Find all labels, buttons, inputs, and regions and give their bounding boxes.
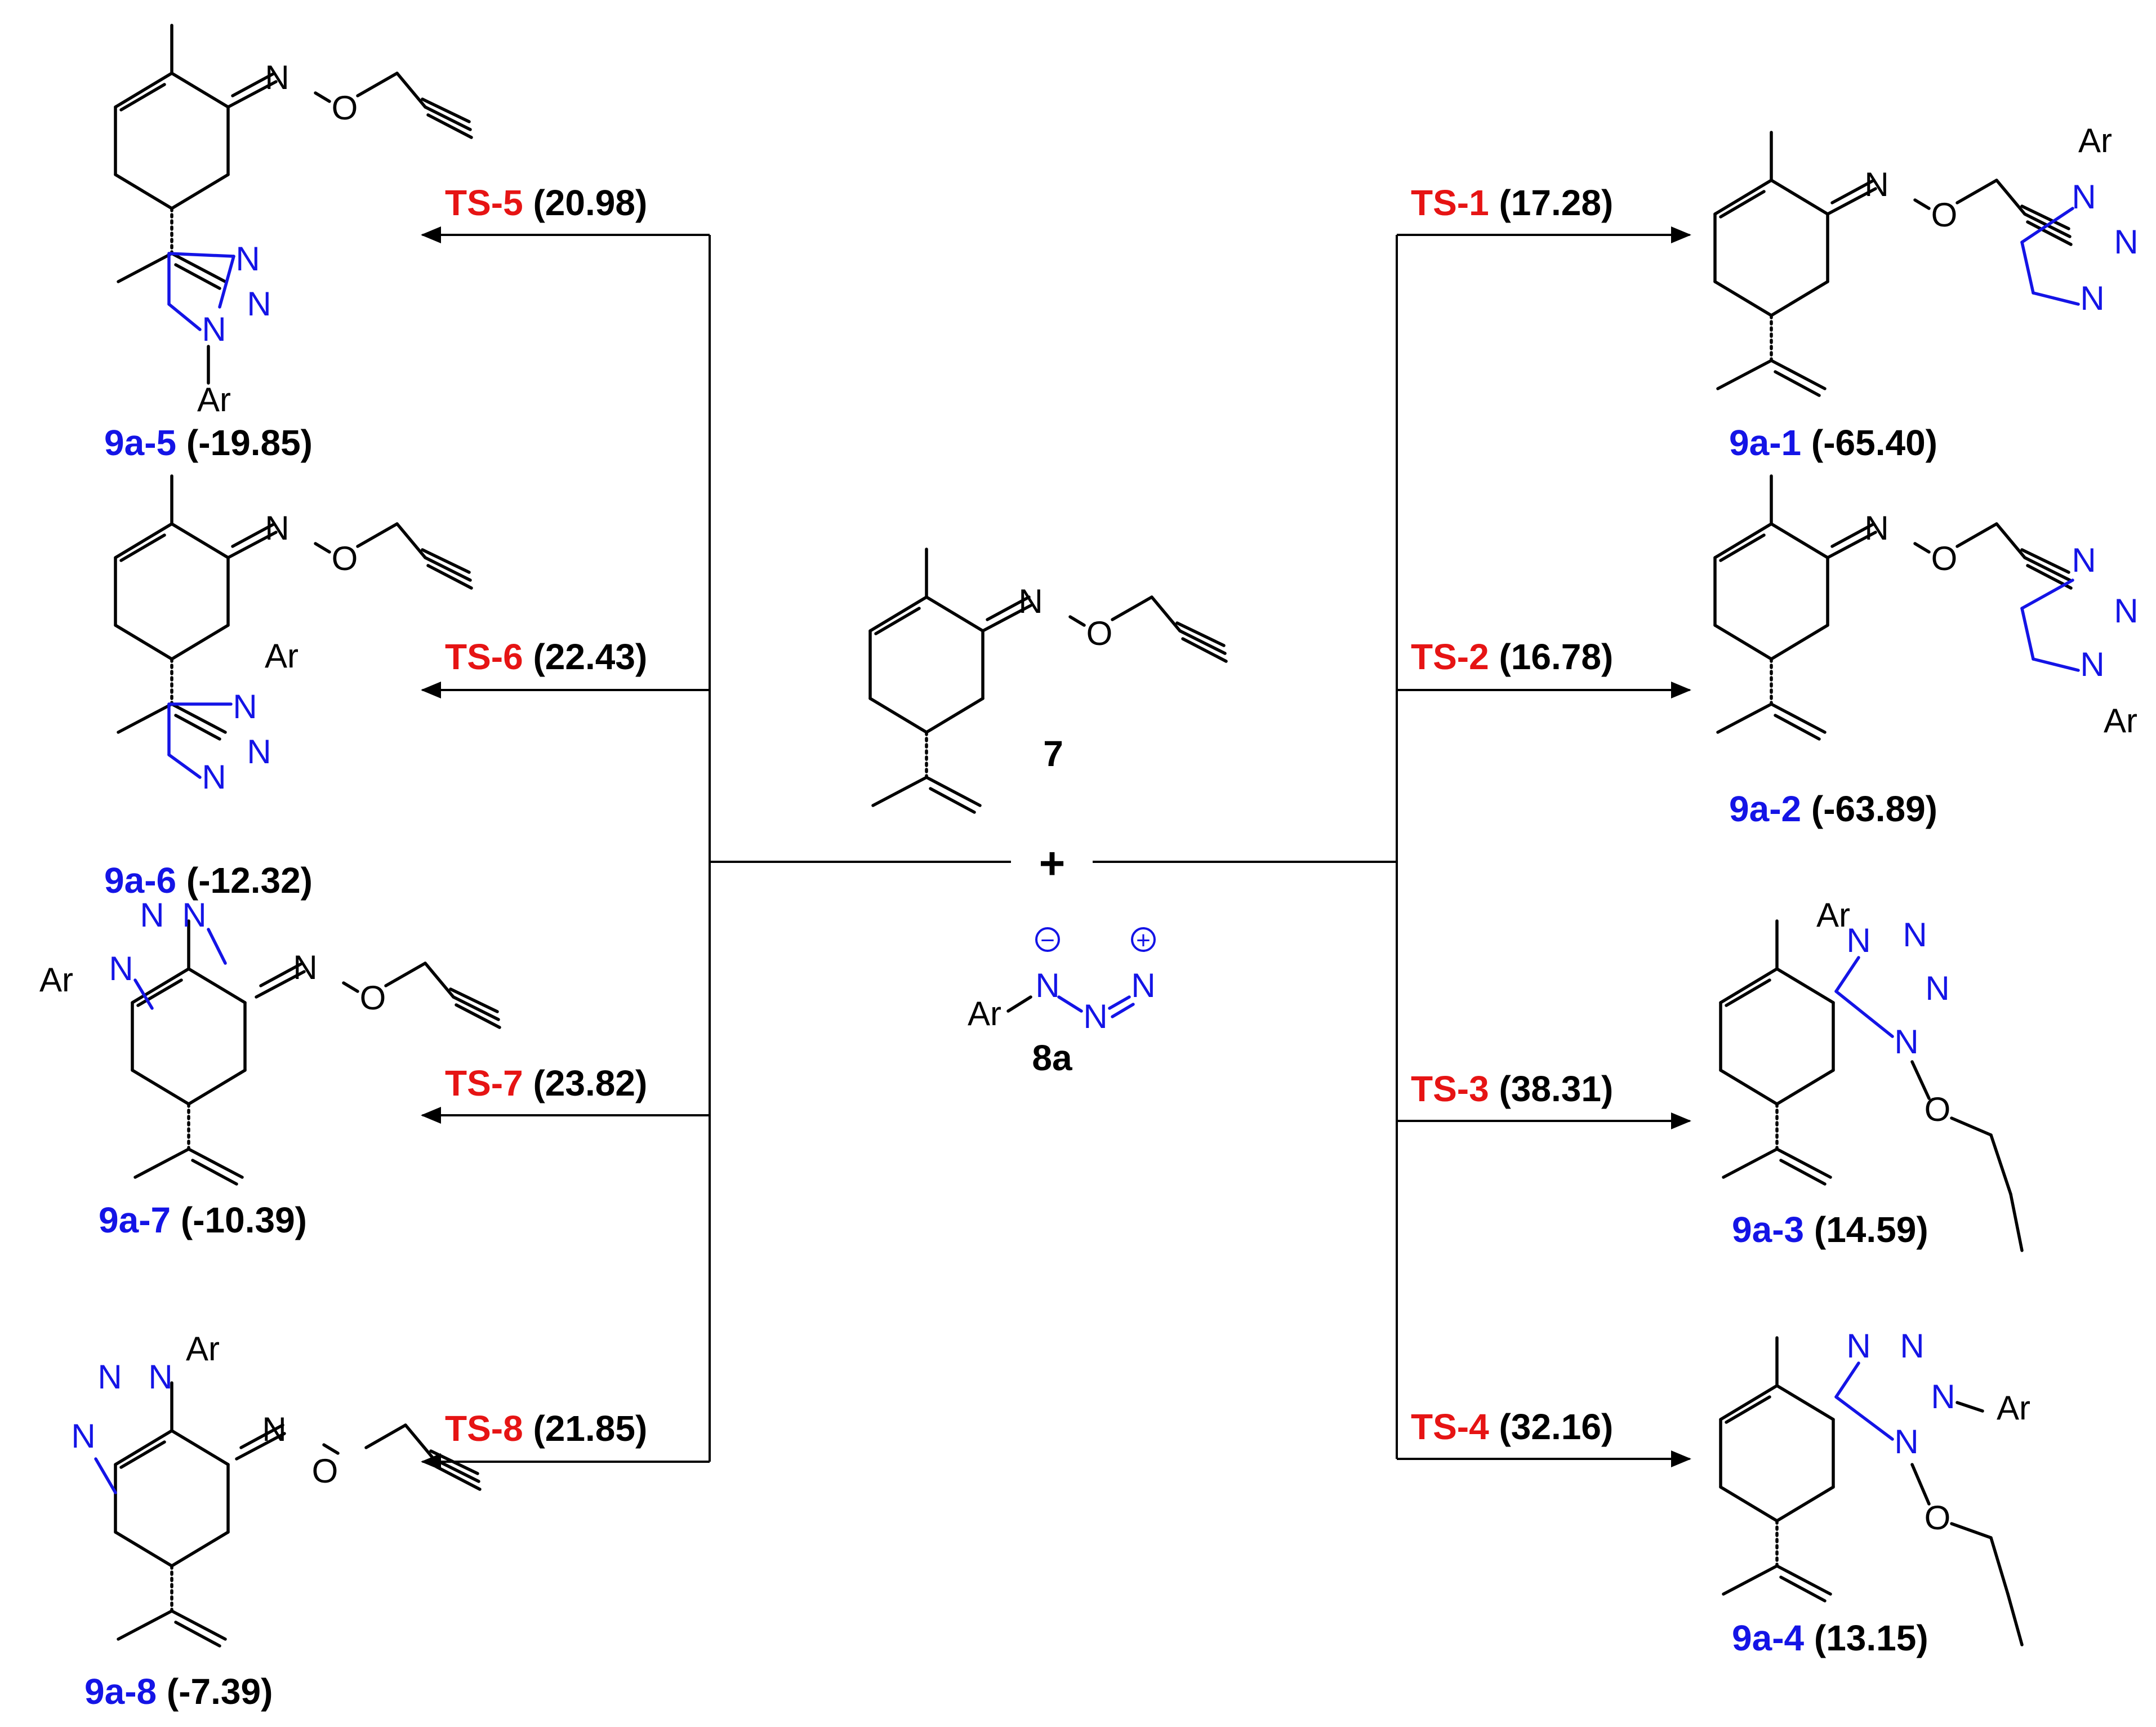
ts-label: TS-5 (20.98) bbox=[445, 183, 647, 223]
svg-text:O: O bbox=[360, 979, 386, 1017]
svg-text:N: N bbox=[2114, 592, 2138, 630]
product-9a-2-structure: N O N N N Ar bbox=[1715, 476, 2139, 740]
svg-text:N: N bbox=[1931, 1378, 1955, 1416]
svg-text:N: N bbox=[1018, 582, 1043, 620]
svg-text:N: N bbox=[247, 733, 271, 771]
svg-text:Ar: Ar bbox=[39, 961, 73, 999]
product-9a-3-structure: Ar N N N N O bbox=[1721, 896, 2024, 1252]
svg-text:N: N bbox=[202, 758, 226, 796]
ts-label: TS-8 (21.85) bbox=[445, 1408, 647, 1449]
svg-text:N: N bbox=[97, 1358, 122, 1396]
azide-8a-label: 8a bbox=[1032, 1038, 1072, 1078]
svg-text:N: N bbox=[1083, 998, 1107, 1035]
svg-text:O: O bbox=[332, 89, 358, 127]
product-9a-8-structure: N O N N N Ar bbox=[71, 1330, 480, 1646]
svg-text:N: N bbox=[109, 950, 133, 987]
svg-text:Ar: Ar bbox=[968, 995, 1001, 1032]
product-label: 9a-5 (-19.85) bbox=[104, 422, 313, 463]
product-label: 9a-3 (14.59) bbox=[1732, 1209, 1928, 1250]
svg-text:N: N bbox=[247, 285, 271, 323]
svg-text:N: N bbox=[1846, 922, 1870, 959]
product-9a-7-structure: N O Ar N N N bbox=[39, 896, 500, 1184]
svg-text:N: N bbox=[293, 949, 317, 986]
svg-text:N: N bbox=[265, 59, 289, 96]
svg-text:Ar: Ar bbox=[186, 1330, 220, 1368]
product-9a-1-structure: N O N N N Ar bbox=[1715, 122, 2139, 395]
ts-label: TS-1 (17.28) bbox=[1411, 183, 1613, 223]
svg-text:O: O bbox=[1086, 615, 1113, 652]
product-label: 9a-7 (-10.39) bbox=[99, 1200, 307, 1240]
ts-label: TS-6 (22.43) bbox=[445, 637, 647, 677]
svg-text:O: O bbox=[332, 540, 358, 577]
azide-8a-structure: Ar N − N N + bbox=[968, 927, 1156, 1035]
svg-text:N: N bbox=[140, 896, 164, 934]
svg-text:N: N bbox=[2080, 279, 2104, 317]
svg-text:−: − bbox=[1040, 927, 1055, 954]
svg-text:N: N bbox=[182, 896, 206, 934]
svg-text:Ar: Ar bbox=[265, 637, 299, 675]
product-label: 9a-4 (13.15) bbox=[1732, 1618, 1928, 1658]
svg-text:Ar: Ar bbox=[197, 381, 231, 419]
svg-text:O: O bbox=[1931, 196, 1958, 234]
product-9a-4-structure: N N N N Ar O bbox=[1721, 1327, 2030, 1646]
product-label: 9a-2 (-63.89) bbox=[1729, 789, 1937, 829]
svg-text:N: N bbox=[1131, 967, 1155, 1004]
ts-label: TS-3 (38.31) bbox=[1411, 1069, 1613, 1109]
product-label: 9a-8 (-7.39) bbox=[84, 1671, 273, 1712]
svg-text:Ar: Ar bbox=[1997, 1389, 2030, 1427]
svg-text:O: O bbox=[312, 1452, 338, 1490]
product-9a-6-structure: N O N N N Ar bbox=[115, 476, 471, 796]
svg-text:O: O bbox=[1931, 540, 1958, 577]
reactant-7-label: 7 bbox=[1043, 733, 1063, 774]
svg-text:N: N bbox=[148, 1358, 172, 1396]
svg-text:N: N bbox=[1864, 509, 1888, 547]
product-label: 9a-1 (-65.40) bbox=[1729, 422, 1937, 463]
svg-text:N: N bbox=[265, 509, 289, 547]
ts-label: TS-2 (16.78) bbox=[1411, 637, 1613, 677]
plus-sign: + bbox=[1039, 838, 1066, 888]
svg-text:Ar: Ar bbox=[1816, 896, 1850, 934]
svg-text:N: N bbox=[2080, 646, 2104, 683]
right-pathway-bracket bbox=[1093, 226, 1691, 1467]
svg-text:+: + bbox=[1136, 927, 1151, 954]
left-pathway-bracket bbox=[421, 226, 1011, 1470]
svg-text:N: N bbox=[1894, 1423, 1918, 1461]
svg-text:N: N bbox=[202, 310, 226, 348]
svg-text:N: N bbox=[2114, 223, 2138, 261]
reactant-7-structure: N O bbox=[870, 549, 1226, 812]
ts-label: TS-7 (23.82) bbox=[445, 1063, 647, 1103]
svg-text:N: N bbox=[1035, 967, 1059, 1004]
svg-text:N: N bbox=[1925, 969, 1949, 1007]
svg-text:N: N bbox=[262, 1410, 286, 1448]
svg-text:N: N bbox=[235, 240, 260, 278]
svg-text:N: N bbox=[1864, 166, 1888, 203]
svg-text:N: N bbox=[1846, 1327, 1870, 1365]
svg-text:N: N bbox=[1903, 916, 1927, 954]
svg-text:N: N bbox=[233, 688, 257, 725]
svg-text:Ar: Ar bbox=[2104, 702, 2137, 740]
svg-text:N: N bbox=[2072, 541, 2096, 579]
ts-label: TS-4 (32.16) bbox=[1411, 1406, 1613, 1447]
svg-text:N: N bbox=[1900, 1327, 1924, 1365]
svg-text:N: N bbox=[1894, 1023, 1918, 1061]
svg-text:N: N bbox=[2072, 178, 2096, 216]
product-9a-5-structure: N O N N N Ar bbox=[115, 25, 471, 419]
svg-text:Ar: Ar bbox=[2078, 122, 2112, 159]
product-label: 9a-6 (-12.32) bbox=[104, 860, 313, 901]
svg-text:N: N bbox=[71, 1417, 95, 1455]
